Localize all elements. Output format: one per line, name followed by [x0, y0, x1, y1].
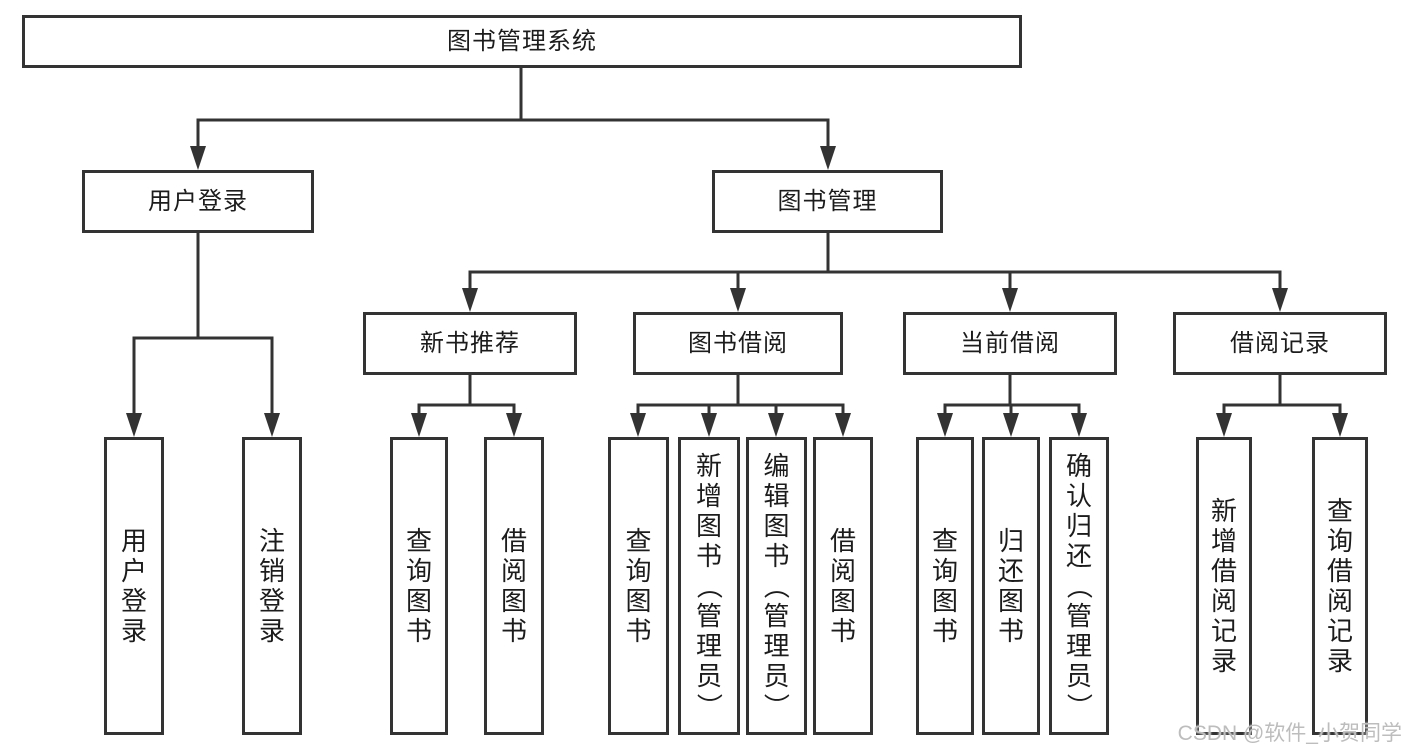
node-book-borrow: 图书借阅 — [633, 312, 843, 375]
node-root-label: 图书管理系统 — [447, 27, 597, 55]
leaf-return-book: 归还图书 — [982, 437, 1040, 735]
leaf-borrow-book-2: 借阅图书 — [813, 437, 873, 735]
leaf-confirm-return: 确认归还（管理员） — [1049, 437, 1109, 735]
connector-book-borrow-to-leaves — [630, 375, 851, 437]
leaf-user-login: 用户登录 — [104, 437, 164, 735]
connector-current-borrow-to-leaves — [937, 375, 1087, 437]
node-borrow-records-label: 借阅记录 — [1230, 329, 1330, 357]
leaf-logout: 注销登录 — [242, 437, 302, 735]
leaf-add-book: 新增图书（管理员） — [678, 437, 740, 735]
connector-root-to-level2 — [190, 68, 836, 170]
node-book-borrow-label: 图书借阅 — [688, 329, 788, 357]
node-borrow-records: 借阅记录 — [1173, 312, 1387, 375]
node-root-library-system: 图书管理系统 — [22, 15, 1022, 68]
node-new-book-recommend: 新书推荐 — [363, 312, 577, 375]
node-current-borrow: 当前借阅 — [903, 312, 1117, 375]
leaf-query-book-3: 查询图书 — [916, 437, 974, 735]
leaf-query-borrow-record: 查询借阅记录 — [1312, 437, 1368, 735]
node-book-management: 图书管理 — [712, 170, 943, 233]
node-user-login-label: 用户登录 — [148, 187, 248, 215]
node-user-login: 用户登录 — [82, 170, 314, 233]
node-new-book-recommend-label: 新书推荐 — [420, 329, 520, 357]
connector-new-book-recommend-to-leaves — [411, 375, 522, 437]
leaf-edit-book: 编辑图书（管理员） — [746, 437, 807, 735]
node-current-borrow-label: 当前借阅 — [960, 329, 1060, 357]
leaf-query-book-2: 查询图书 — [608, 437, 669, 735]
csdn-watermark: CSDN @软件_小贺同学 — [1177, 722, 1402, 745]
connector-book-management-to-level3 — [462, 233, 1288, 312]
node-book-management-label: 图书管理 — [777, 187, 878, 215]
leaf-borrow-book-1: 借阅图书 — [484, 437, 544, 735]
leaf-add-borrow-record: 新增借阅记录 — [1196, 437, 1252, 735]
leaf-query-book-1: 查询图书 — [390, 437, 448, 735]
connector-user-login-to-leaves — [126, 233, 280, 437]
connector-borrow-records-to-leaves — [1216, 375, 1348, 437]
